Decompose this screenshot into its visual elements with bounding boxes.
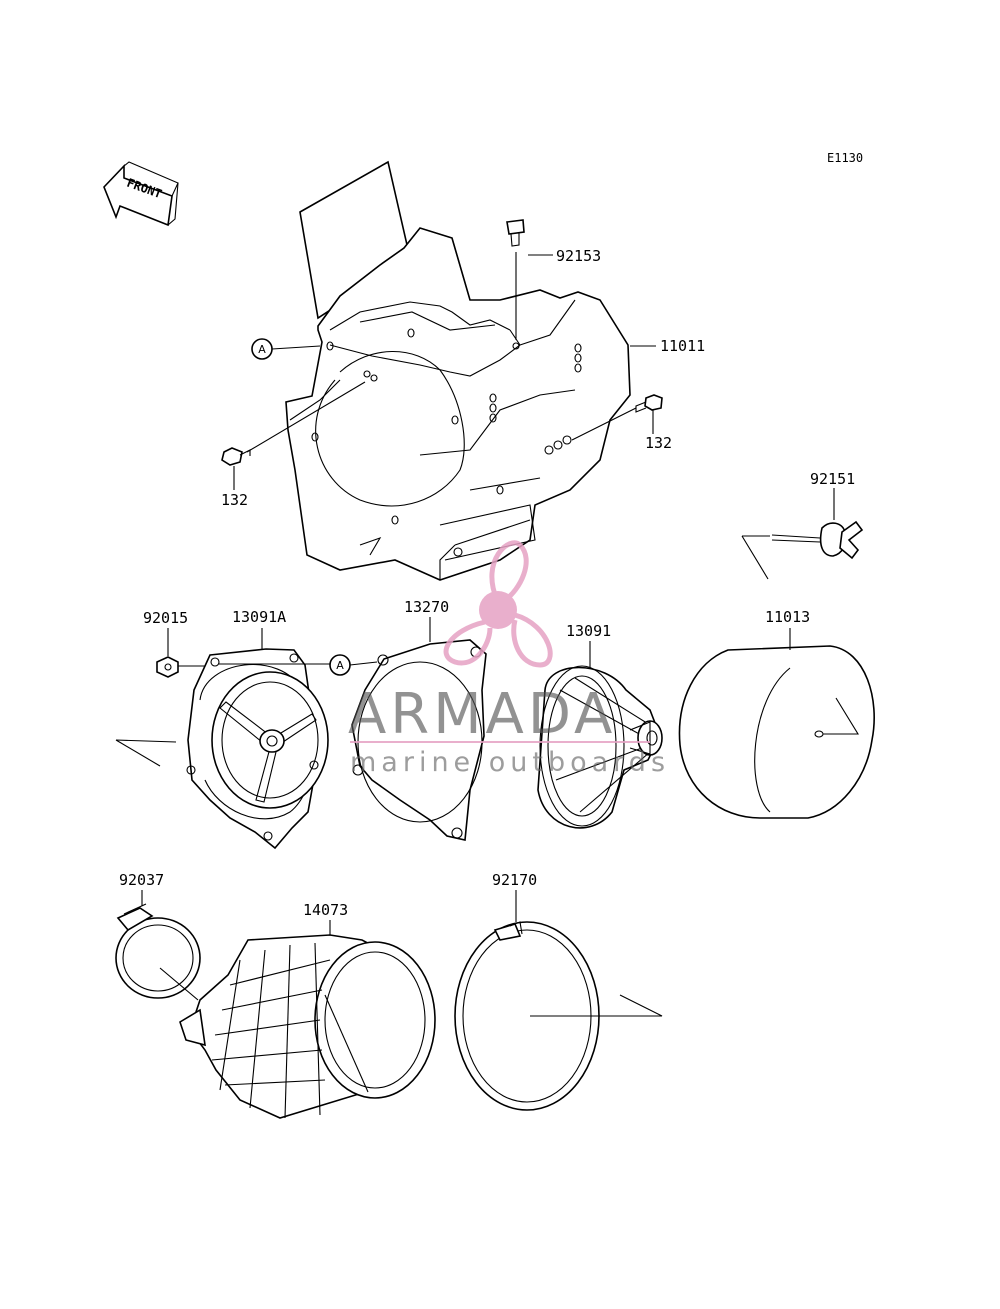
part-label-11013: 11013 [765,608,810,626]
bolt-92153 [506,219,553,340]
wing-bolt-92151 [741,488,864,580]
propeller-logo-icon [443,540,553,668]
watermark-tagline: marine outboards [350,747,670,778]
part-label-92153: 92153 [556,247,601,265]
armada-watermark: ARMADA marine outboards [348,540,670,778]
intake-housing-11011 [285,160,631,581]
part-label-13091: 13091 [566,622,611,640]
filter-frame-13091 [537,641,663,829]
part-label-13091A: 13091A [232,608,286,626]
bolt-132-right [571,394,663,441]
clamp-92037 [115,890,201,1001]
clamp-92170 [454,890,663,1111]
front-arrow-icon: FRONT [103,161,179,227]
part-label-92170: 92170 [492,871,537,889]
filter-cover-11013 [678,628,875,819]
part-label-132-left: 132 [221,491,248,509]
part-label-13270: 13270 [404,598,449,616]
ref-marker-a-plate: A [329,654,378,676]
svg-text:A: A [336,659,344,672]
diagram-code: E1130 [827,151,863,165]
housing-holes [311,328,582,557]
bolt-132-left [221,381,366,490]
part-label-92151: 92151 [810,470,855,488]
part-label-132-right: 132 [645,434,672,452]
part-label-92037: 92037 [119,871,164,889]
nut-92015 [156,628,206,678]
gasket-13270 [351,617,487,841]
rubber-boot-14073 [179,920,436,1119]
base-plate-13091A [115,628,330,850]
svg-text:A: A [258,343,266,356]
watermark-brand: ARMADA [348,682,616,747]
part-label-14073: 14073 [303,901,348,919]
ref-marker-a-housing: A [251,338,321,360]
part-label-92015: 92015 [143,609,188,627]
part-label-11011: 11011 [660,337,705,355]
